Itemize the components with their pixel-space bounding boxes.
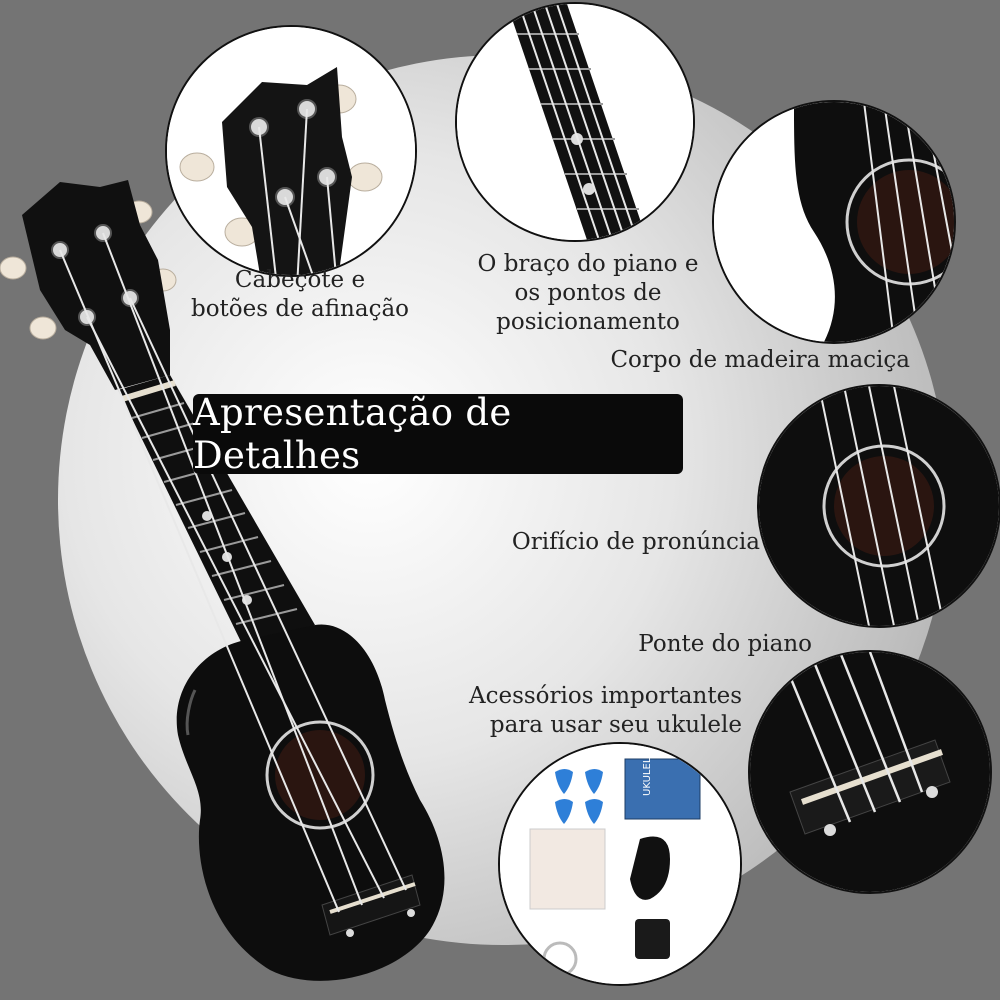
caption-headstock: Cabeçote e botões de afinação — [190, 267, 410, 322]
fretboard-closeup — [457, 4, 693, 240]
detail-body — [712, 100, 956, 344]
detail-soundhole — [757, 384, 1000, 628]
title-banner: Apresentação de Detalhes — [193, 391, 683, 477]
detail-accessories: UKULELE — [498, 742, 742, 986]
accessories-closeup: UKULELE — [500, 744, 740, 984]
caption-body: Corpo de madeira maciça — [610, 347, 910, 373]
detail-bridge — [748, 650, 992, 894]
caption-accessories: Acessórios importantes para usar seu uku… — [468, 683, 742, 738]
detail-fretboard — [455, 2, 695, 242]
book-text: UKULELE — [642, 751, 653, 796]
caption-soundhole: Orifício de pronúncia — [511, 529, 760, 555]
caption-fretboard: O braço do piano e os pontos de posicion… — [477, 251, 699, 335]
body-closeup — [714, 102, 954, 342]
page-title: Apresentação de Detalhes — [193, 391, 512, 477]
headstock-closeup — [167, 27, 415, 275]
bridge-closeup — [750, 652, 990, 892]
caption-bridge: Ponte do piano — [638, 631, 812, 657]
picks — [555, 769, 603, 824]
soundhole-closeup — [759, 386, 999, 626]
detail-headstock — [165, 25, 417, 277]
